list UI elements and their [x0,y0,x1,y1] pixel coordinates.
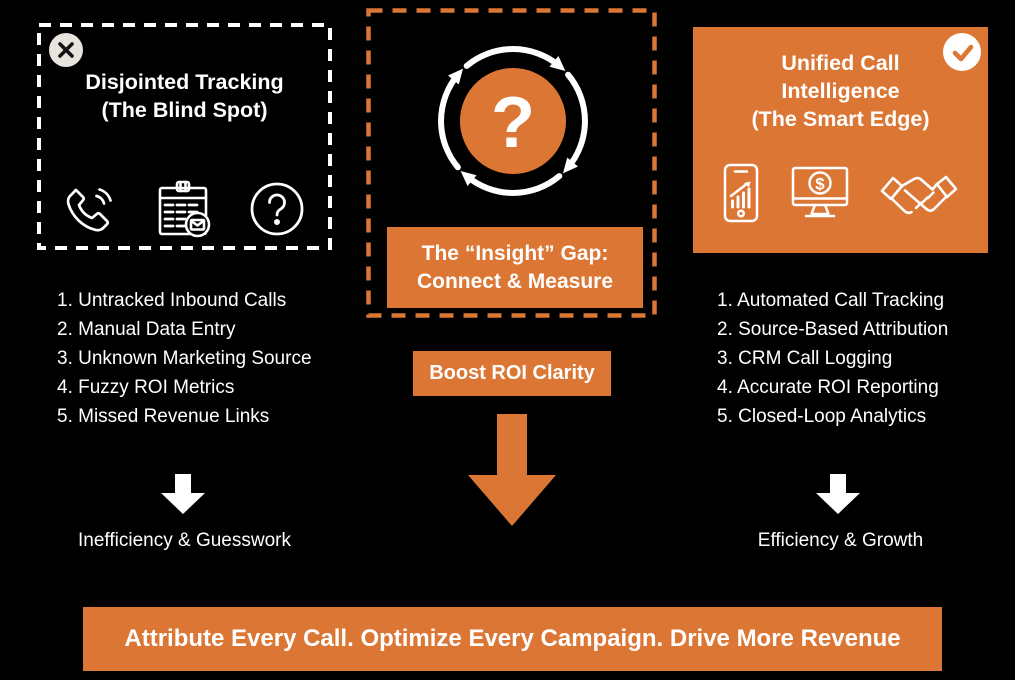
question-cycle-icon: ? [438,46,588,196]
x-icon [49,33,83,67]
list-item: 4. Fuzzy ROI Metrics [57,377,235,398]
boost-roi-clarity-button: Boost ROI Clarity [413,351,611,396]
left-panel-dashed-border [37,23,332,250]
handshake-icon [880,175,958,215]
right-panel-title-line3: (The Smart Edge) [751,107,930,131]
phone-call-icon [66,188,112,232]
right-panel-icons: $ [693,163,988,223]
list-item: 5. Closed-Loop Analytics [717,406,927,427]
left-panel-title-line1: Disjointed Tracking [85,70,284,94]
left-down-arrow-icon [161,474,205,514]
cycle-question-glyph: ? [491,83,535,163]
monitor-revenue-icon: $ [791,166,848,218]
list-item: 2. Manual Data Entry [57,319,236,340]
list-item: 4. Accurate ROI Reporting [717,377,939,398]
list-item: 3. Unknown Marketing Source [57,348,312,369]
svg-text:$: $ [815,175,825,194]
right-outcome-label: Efficiency & Growth [757,530,924,551]
left-panel-title: Disjointed Tracking (The Blind Spot) [37,23,332,124]
insight-gap-line2: Connect & Measure [416,269,614,293]
bottom-banner: Attribute Every Call. Optimize Every Cam… [83,607,942,671]
center-panel-dashed-border [366,8,657,318]
list-item: 1. Automated Call Tracking [717,290,945,311]
left-panel-title-line2: (The Blind Spot) [101,98,268,122]
call-log-spreadsheet-icon [158,180,210,238]
mobile-analytics-icon [723,163,759,223]
disjointed-tracking-list: 1. Untracked Inbound Calls 2. Manual Dat… [57,286,357,431]
right-panel-title-line1: Unified Call [781,51,900,75]
right-down-arrow-icon [816,474,860,514]
insight-gap-panel [366,8,657,318]
disjointed-tracking-panel: Disjointed Tracking (The Blind Spot) [37,23,332,250]
unified-call-intelligence-panel: Unified Call Intelligence (The Smart Edg… [693,27,988,253]
list-item: 3. CRM Call Logging [717,348,893,369]
center-down-arrow-icon [468,414,556,526]
list-item: 2. Source-Based Attribution [717,319,949,340]
check-icon [943,33,981,71]
question-mark-icon [250,182,304,236]
left-outcome-label: Inefficiency & Guesswork [78,530,291,551]
insight-gap-label: The “Insight” Gap: Connect & Measure [387,227,643,308]
insight-gap-line1: The “Insight” Gap: [421,241,609,265]
unified-intelligence-list: 1. Automated Call Tracking 2. Source-Bas… [717,286,1015,431]
right-panel-title-line2: Intelligence [781,79,900,103]
list-item: 1. Untracked Inbound Calls [57,290,287,311]
list-item: 5. Missed Revenue Links [57,406,270,427]
left-panel-icons [37,178,332,240]
right-panel-title: Unified Call Intelligence (The Smart Edg… [693,27,988,133]
